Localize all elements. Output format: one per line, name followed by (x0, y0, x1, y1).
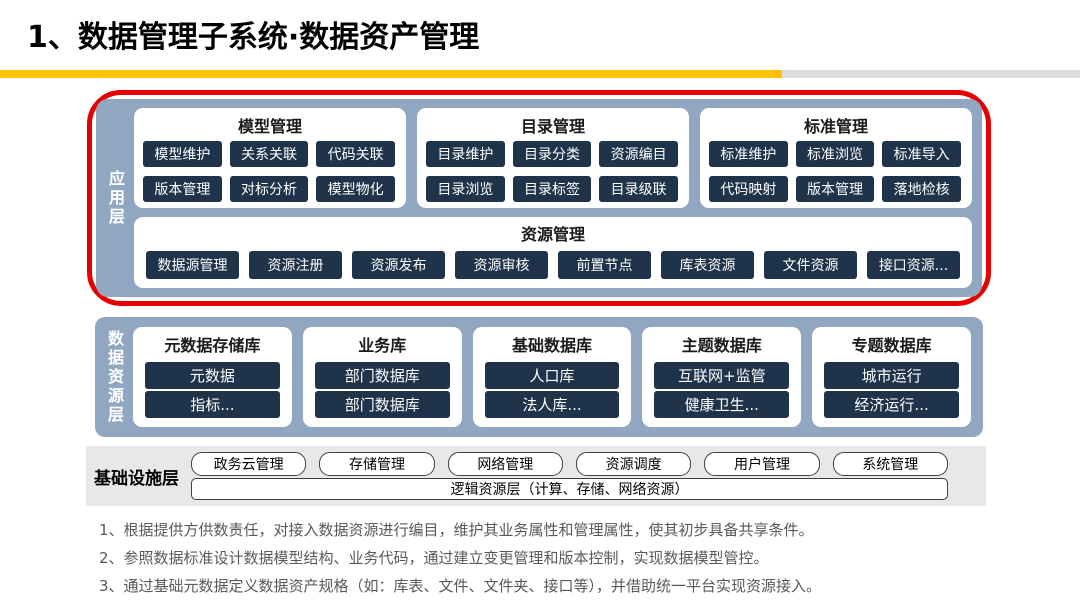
database-card-row: 元数据存储库 元数据指标... 业务库 部门数据库部门数据库 基础数据库 人口库… (133, 317, 983, 437)
module-chip: 目录级联 (599, 176, 678, 202)
module-card-title: 模型管理 (237, 117, 302, 136)
resource-chip: 资源审核 (455, 250, 548, 279)
database-chip: 元数据 (145, 362, 280, 389)
resource-chip: 数据源管理 (146, 250, 239, 279)
database-chip: 人口库 (484, 362, 620, 389)
data-resource-layer-panel: 数据资源层 元数据存储库 元数据指标... 业务库 部门数据库部门数据库 基础数… (95, 317, 983, 437)
footnote-list: 1、根据提供方供数责任，对接入数据资源进行编目，维护其业务属性和管理属性，使其初… (99, 521, 821, 595)
database-chip-list: 互联网+监管健康卫生... (650, 360, 793, 420)
module-chip: 落地检核 (882, 176, 961, 202)
infrastructure-chip-row: 政务云管理存储管理网络管理资源调度用户管理系统管理 (191, 452, 948, 476)
module-chip: 标准导入 (882, 141, 961, 167)
module-button-grid: 标准维护标准浏览标准导入代码映射版本管理落地检核 (709, 141, 963, 202)
module-card-title: 目录管理 (520, 117, 585, 136)
database-chip-list: 部门数据库部门数据库 (311, 360, 454, 420)
database-card-title: 专题数据库 (851, 336, 932, 355)
infrastructure-layer-content: 政务云管理存储管理网络管理资源调度用户管理系统管理 逻辑资源层（计算、存储、网络… (191, 452, 948, 500)
database-card-title: 业务库 (358, 336, 407, 355)
infrastructure-layer-label: 基础设施层 (94, 468, 179, 489)
database-card: 专题数据库 城市运行经济运行... (812, 327, 971, 427)
title-underline-accent (0, 70, 782, 78)
application-layer-label: 应用层 (96, 99, 134, 297)
module-card: 标准管理 标准维护标准浏览标准导入代码映射版本管理落地检核 (700, 108, 972, 208)
database-chip: 指标... (145, 391, 280, 418)
infrastructure-chip: 用户管理 (704, 452, 820, 476)
database-chip: 部门数据库 (314, 391, 450, 418)
module-chip: 对标分析 (229, 176, 309, 202)
infrastructure-chip: 网络管理 (447, 452, 563, 476)
application-layer-panel: 应用层 模型管理 模型维护关系关联代码关联版本管理对标分析模型物化 目录管理 (96, 99, 982, 297)
module-chip: 版本管理 (795, 176, 875, 202)
infrastructure-chip: 政务云管理 (191, 452, 307, 476)
module-chip: 目录分类 (512, 141, 592, 167)
infrastructure-chip: 存储管理 (319, 452, 435, 476)
module-card: 目录管理 目录维护目录分类资源编目目录浏览目录标签目录级联 (417, 108, 689, 208)
resource-chip: 资源注册 (249, 250, 342, 279)
module-chip: 模型物化 (316, 176, 395, 202)
database-chip: 健康卫生... (654, 391, 790, 418)
data-resource-layer-label: 数据资源层 (95, 317, 133, 437)
database-chip-list: 人口库法人库... (481, 360, 624, 420)
resource-chip: 接口资源... (867, 250, 960, 279)
module-card: 模型管理 模型维护关系关联代码关联版本管理对标分析模型物化 (134, 108, 406, 208)
resource-management-card: 资源管理 数据源管理资源注册资源发布资源审核前置节点库表资源文件资源接口资源..… (134, 217, 972, 288)
module-chip: 版本管理 (143, 176, 222, 202)
module-chip: 代码映射 (709, 176, 788, 202)
module-chip: 模型维护 (143, 141, 222, 167)
database-chip-list: 城市运行经济运行... (820, 360, 963, 420)
database-chip: 部门数据库 (314, 362, 450, 389)
database-card: 业务库 部门数据库部门数据库 (302, 327, 462, 427)
module-card-row: 模型管理 模型维护关系关联代码关联版本管理对标分析模型物化 目录管理 目录维护目… (134, 108, 972, 208)
database-chip: 互联网+监管 (654, 362, 790, 389)
module-chip: 目录维护 (426, 141, 505, 167)
application-layer-label-text: 应用层 (106, 169, 125, 227)
module-button-grid: 目录维护目录分类资源编目目录浏览目录标签目录级联 (426, 141, 680, 202)
database-card: 元数据存储库 元数据指标... (133, 327, 292, 427)
resource-chip: 资源发布 (352, 250, 445, 279)
title-underline (0, 70, 1080, 78)
footnote-line: 3、通过基础元数据定义数据资产规格（如：库表、文件、文件夹、接口等），并借助统一… (99, 577, 822, 595)
page-title: 1、数据管理子系统·数据资产管理 (27, 20, 480, 55)
resource-chip: 前置节点 (558, 250, 651, 279)
module-chip: 标准维护 (709, 141, 788, 167)
module-chip: 代码关联 (316, 141, 395, 167)
infrastructure-chip: 资源调度 (575, 452, 692, 476)
resource-chip: 库表资源 (661, 250, 754, 279)
module-chip: 标准浏览 (795, 141, 875, 167)
module-card-title: 标准管理 (803, 117, 868, 136)
data-resource-layer-label-text: 数据资源层 (105, 329, 124, 425)
module-button-grid: 模型维护关系关联代码关联版本管理对标分析模型物化 (143, 141, 397, 202)
module-chip: 关系关联 (229, 141, 309, 167)
database-card-title: 基础数据库 (511, 336, 592, 355)
resource-chip-row: 数据源管理资源注册资源发布资源审核前置节点库表资源文件资源接口资源... (146, 249, 960, 280)
logic-resource-bar: 逻辑资源层（计算、存储、网络资源） (191, 478, 948, 500)
database-card: 基础数据库 人口库法人库... (472, 327, 632, 427)
database-card-title: 主题数据库 (681, 336, 762, 355)
footnote-line: 2、参照数据标准设计数据模型结构、业务代码，通过建立变更管理和版本控制，实现数据… (99, 549, 769, 567)
database-card: 主题数据库 互联网+监管健康卫生... (642, 327, 802, 427)
application-layer-content: 模型管理 模型维护关系关联代码关联版本管理对标分析模型物化 目录管理 目录维护目… (134, 99, 982, 297)
resource-management-title: 资源管理 (520, 225, 585, 244)
infrastructure-layer-panel: 基础设施层 政务云管理存储管理网络管理资源调度用户管理系统管理 逻辑资源层（计算… (86, 446, 986, 506)
resource-chip: 文件资源 (764, 250, 857, 279)
module-chip: 资源编目 (599, 141, 678, 167)
module-chip: 目录标签 (512, 176, 592, 202)
database-chip: 法人库... (484, 391, 620, 418)
module-chip: 目录浏览 (426, 176, 505, 202)
application-layer-highlight-outline: 应用层 模型管理 模型维护关系关联代码关联版本管理对标分析模型物化 目录管理 (87, 90, 991, 306)
footnote-line: 1、根据提供方供数责任，对接入数据资源进行编目，维护其业务属性和管理属性，使其初… (99, 521, 814, 539)
infrastructure-chip: 系统管理 (832, 452, 948, 476)
database-chip: 城市运行 (824, 362, 959, 389)
database-chip: 经济运行... (824, 391, 959, 418)
database-chip-list: 元数据指标... (141, 360, 284, 420)
database-card-title: 元数据存储库 (164, 336, 261, 355)
